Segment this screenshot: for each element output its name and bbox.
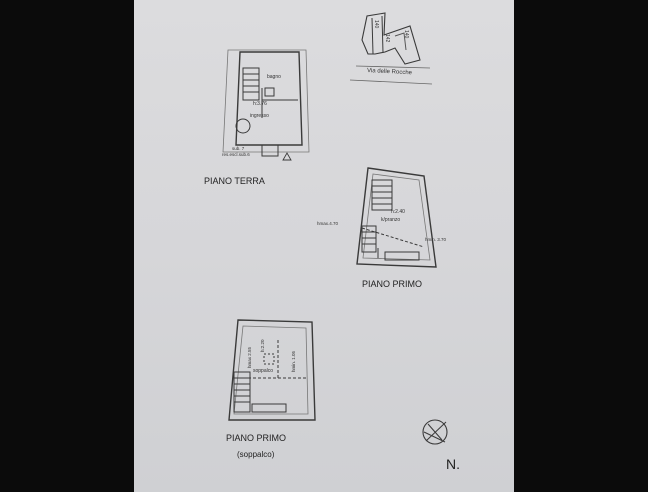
room-soppalco: soppalco — [253, 368, 273, 374]
hmax-primo: hmax.4.70 — [317, 221, 339, 226]
street-name: Via delle Rocche — [367, 68, 413, 76]
title-piano-primo: PIANO PRIMO — [362, 279, 422, 289]
title-piano-terra: PIANO TERRA — [204, 176, 265, 186]
room-bagno: bagno — [267, 74, 281, 80]
height-soppalco: h:2.20 — [260, 339, 265, 352]
room-ingresso: ingresso — [250, 113, 269, 119]
hmin-primo: hmin. 3.70 — [425, 237, 447, 242]
hmax-soppalco: hmax 2.55 — [247, 346, 252, 368]
plan-piano-primo-soppalco — [228, 319, 316, 421]
north-label: N. — [446, 456, 460, 472]
floor-plan-sheet — [134, 0, 514, 492]
street-number-142: 142 — [384, 34, 390, 43]
plan-piano-primo — [356, 167, 437, 268]
height-primo: h:2.40 — [391, 209, 405, 215]
height-terra: h:3.76 — [253, 101, 267, 107]
street-number-140: 140 — [373, 20, 379, 29]
street-number-140-b: 140 — [403, 30, 409, 39]
title-piano-primo-soppalco: PIANO PRIMO — [226, 433, 286, 443]
sub-label: sub. 7 — [232, 146, 245, 151]
street-map — [349, 12, 433, 85]
north-arrow-icon — [422, 419, 448, 445]
hmin-soppalco: hmin. 1.05 — [291, 350, 296, 372]
subtitle-soppalco: (soppalco) — [237, 450, 275, 459]
room-pranzo: k/pranzo — [381, 217, 400, 223]
plan-piano-terra — [222, 49, 310, 161]
res-escl-label: res.escl.sub.6 — [222, 152, 250, 157]
